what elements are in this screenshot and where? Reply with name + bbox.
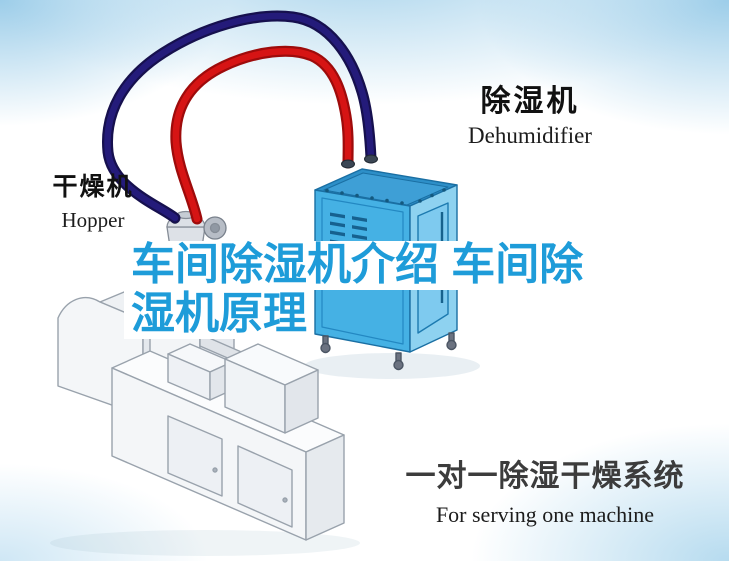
hopper-label-en: Hopper <box>61 208 125 232</box>
bolt-dots <box>325 188 446 205</box>
caster-wheels <box>320 332 457 371</box>
dehumidifier-label-cn: 除湿机 <box>480 85 580 118</box>
hopper-label-cn: 干燥机 <box>52 173 134 201</box>
hose-connectors <box>341 154 378 169</box>
supply-hose-red-core <box>172 48 352 223</box>
door-knob-right <box>282 497 288 503</box>
hopper-label: 干燥机 Hopper <box>34 167 152 233</box>
system-caption-cn: 一对一除湿干燥系统 <box>405 460 685 493</box>
dehumidifier-top-rim <box>323 172 449 206</box>
system-caption-en: For serving one machine <box>435 502 655 527</box>
system-caption: 一对一除湿干燥系统 For serving one machine <box>395 451 695 528</box>
page-title: 车间除湿机介绍 车间除 湿机原理 <box>124 241 591 339</box>
machine-door-right <box>237 445 293 528</box>
return-hose-navy <box>102 10 377 224</box>
machine-cabinet-side <box>284 369 319 434</box>
door-knob-left <box>212 467 218 473</box>
machine-body-end <box>305 434 345 541</box>
dehumidifier-label-en: Dehumidifier <box>468 123 592 148</box>
supply-hose-red <box>170 45 354 225</box>
page-title-line2: 湿机原理 <box>124 290 314 339</box>
blower-hub <box>209 222 221 234</box>
machine-shadow <box>50 530 360 556</box>
dehumidifier-label: 除湿机 Dehumidifier <box>445 76 615 149</box>
machine-door-left <box>167 415 223 497</box>
dehumidifier-shadow <box>304 353 480 379</box>
return-hose-navy-core <box>104 12 375 222</box>
page-title-line1: 车间除湿机介绍 车间除 <box>124 241 591 290</box>
